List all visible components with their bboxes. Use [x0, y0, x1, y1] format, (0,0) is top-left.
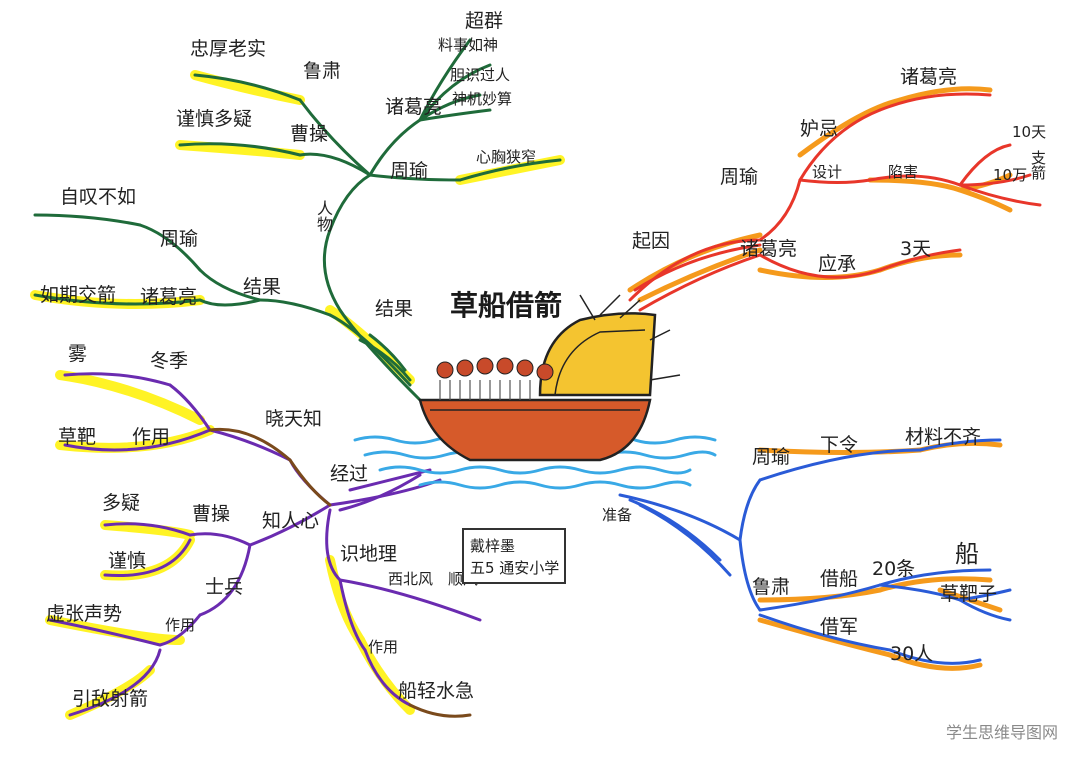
node-result: 结果: [243, 276, 282, 298]
node-proc-duoyi: 多疑: [102, 492, 141, 514]
node-cause-10days: 10天: [1012, 123, 1047, 141]
node-proc-xuzhang: 虚张声势: [46, 603, 123, 625]
node-proc-caocao: 曹操: [192, 503, 231, 525]
straw: [439, 380, 531, 400]
node-zhuge-t3: 胆识过人: [450, 66, 511, 84]
node-prep-chuan: 船: [955, 540, 979, 568]
node-prep-caobazi: 草靶子: [940, 583, 998, 605]
node-proc-zuoyong: 作用: [132, 426, 171, 448]
node-prep-jiejun: 借军: [820, 616, 859, 638]
brown-segments: [208, 427, 472, 718]
node-proc-shidili: 识地理: [340, 543, 398, 565]
node-lushu-trait: 忠厚老实: [190, 38, 267, 60]
red-branch: [628, 92, 1042, 312]
branch-characters-label: 人物: [314, 200, 333, 232]
node-proc-caoba: 草靶: [58, 426, 97, 448]
node-proc-dongji: 冬季: [150, 350, 189, 372]
node-cause-jidu: 妒忌: [800, 118, 839, 140]
node-prep-lushu: 鲁肃: [752, 576, 791, 598]
node-cause-zhuge2: 诸葛亮: [740, 238, 798, 260]
node-zhuge-t2: 料事如神: [438, 36, 499, 54]
node-proc-shibing: 士兵: [205, 576, 244, 598]
node-proc-jinshen: 谨慎: [108, 550, 147, 572]
arrows: [579, 294, 681, 381]
node-cause-arrows: 支箭: [1029, 150, 1047, 180]
node-cause-xianhai: 陷害: [888, 163, 919, 181]
node-proc-xibeifeng: 西北风: [388, 570, 434, 588]
soldiers: [436, 357, 554, 381]
node-zhouyu-trait: 心胸狭窄: [476, 148, 537, 166]
blue-branch: [618, 438, 1012, 665]
node-zhuge-t1: 超群: [465, 10, 504, 32]
node-cause-3days: 3天: [900, 238, 932, 260]
node-zhuge: 诸葛亮: [385, 96, 443, 118]
author-class: 五5 通安小学: [470, 559, 560, 577]
branch-prep-label: 准备: [602, 506, 633, 524]
author-name: 戴梓墨: [470, 537, 516, 555]
node-result-zhouyu-r: 自叹不如: [60, 186, 137, 208]
node-proc-zhiren: 知人心: [262, 510, 320, 532]
node-prep-jiechuan: 借船: [820, 568, 859, 590]
branch-cause-label: 起因: [632, 230, 671, 252]
node-result-zhuge: 诸葛亮: [140, 286, 198, 308]
node-zhuge-t4: 神机妙算: [452, 90, 513, 108]
node-proc-zuoyong2: 作用: [165, 616, 196, 634]
node-caocao: 曹操: [290, 123, 329, 145]
node-cause-zhouyu: 周瑜: [720, 166, 759, 188]
node-cause-sheji: 设计: [812, 163, 843, 181]
node-proc-yindi: 引敌射箭: [72, 688, 149, 710]
node-cause-100k: 10万: [993, 166, 1028, 184]
node-proc-wu: 雾: [68, 343, 88, 365]
author-box: 戴梓墨 五5 通安小学: [462, 528, 566, 584]
node-proc-tianwen: 晓天知: [265, 408, 323, 430]
node-result-mid: 结果: [375, 298, 414, 320]
purple-branch: [48, 372, 482, 717]
green-branch: [33, 38, 562, 402]
node-result-zhuge-r: 如期交箭: [40, 284, 117, 306]
node-cause-yingcheng: 应承: [818, 253, 857, 275]
node-proc-zuoyong3: 作用: [368, 638, 399, 656]
map-title: 草船借箭: [450, 289, 563, 322]
node-prep-cailiao: 材料不齐: [905, 426, 982, 448]
node-zhouyu: 周瑜: [390, 160, 429, 182]
node-prep-30: 30人: [890, 643, 934, 665]
node-caocao-trait: 谨慎多疑: [176, 108, 253, 130]
node-prep-zhouyu: 周瑜: [752, 446, 791, 468]
node-lushu: 鲁肃: [303, 60, 342, 82]
node-result-zhouyu: 周瑜: [160, 228, 199, 250]
watermark: 学生思维导图网: [945, 723, 1058, 742]
node-proc-chuanqing: 船轻水急: [398, 680, 475, 702]
boat: [418, 294, 681, 462]
node-cause-zhuge: 诸葛亮: [900, 66, 958, 88]
node-prep-20: 20条: [872, 558, 916, 580]
node-prep-xialing: 下令: [820, 434, 859, 456]
branch-process-label: 经过: [330, 463, 369, 485]
